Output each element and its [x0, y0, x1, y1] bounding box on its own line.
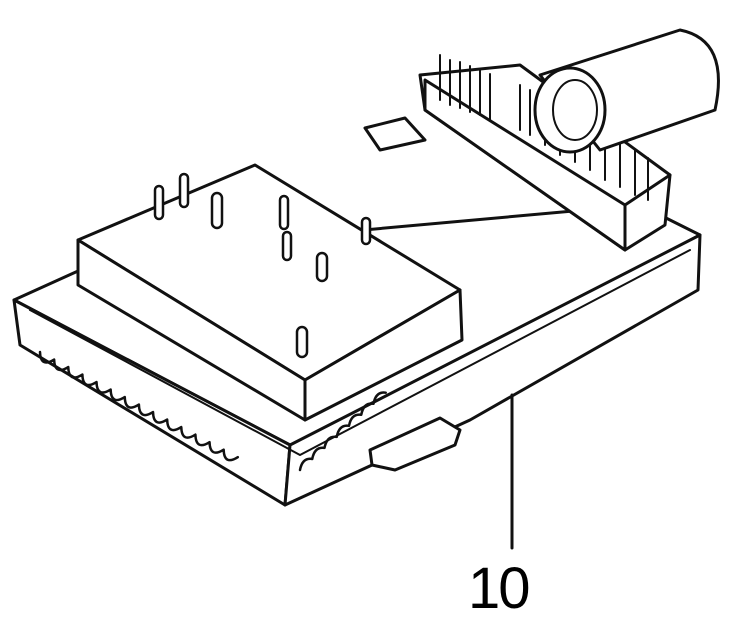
transformer-block	[76, 163, 464, 422]
block-pins	[153, 172, 372, 359]
rear-connector-header	[363, 54, 672, 252]
callout-label: 10	[468, 556, 530, 621]
cylindrical-component	[533, 28, 720, 154]
